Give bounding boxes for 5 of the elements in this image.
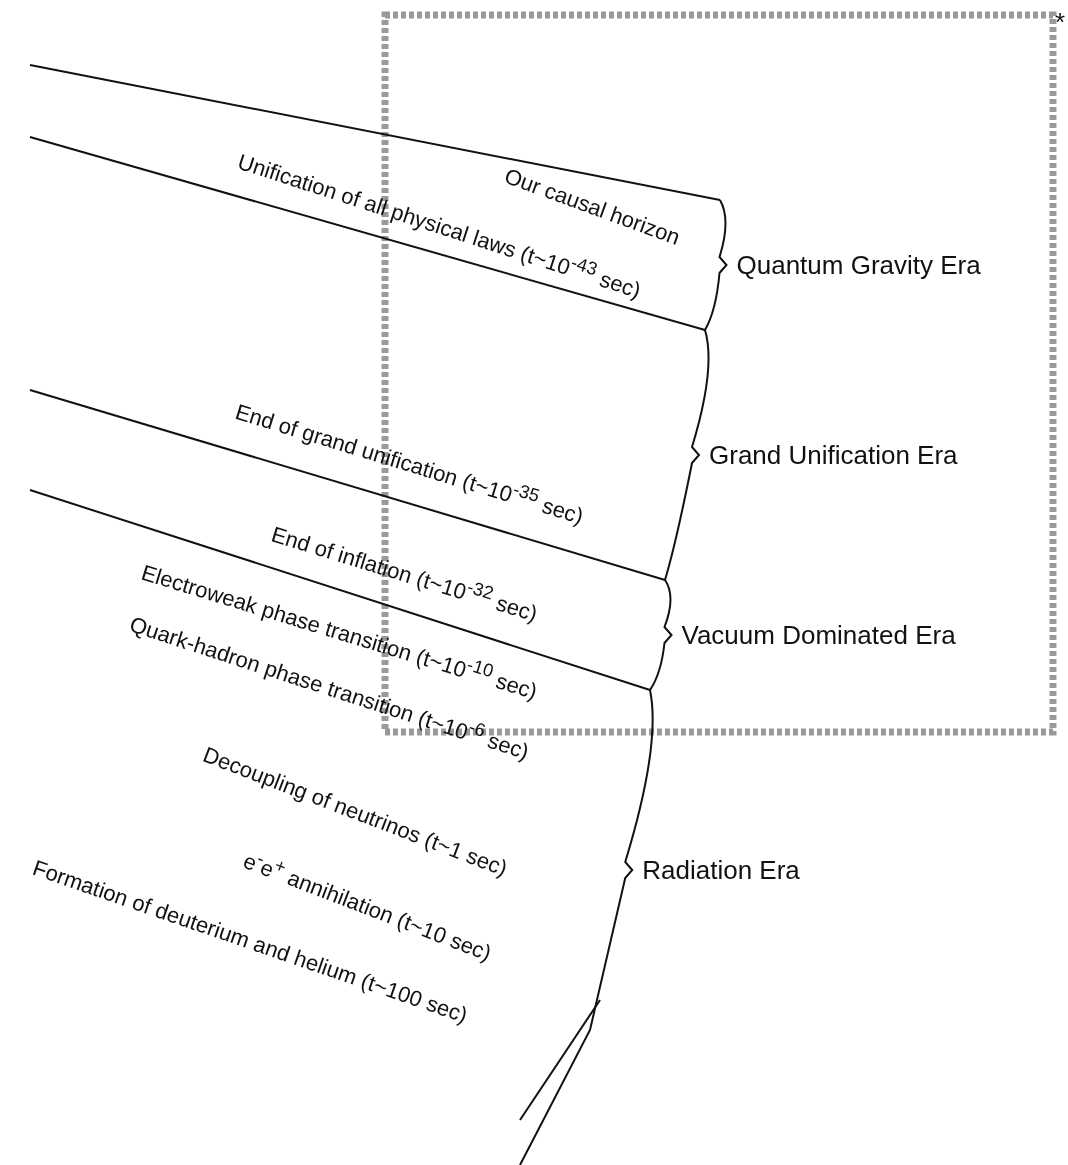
era-label: Grand Unification Era [709,440,958,470]
era-label: Vacuum Dominated Era [681,620,956,650]
era-label: Radiation Era [642,855,800,885]
footnote-mark: * [1054,7,1066,37]
era-label: Quantum Gravity Era [736,250,981,280]
